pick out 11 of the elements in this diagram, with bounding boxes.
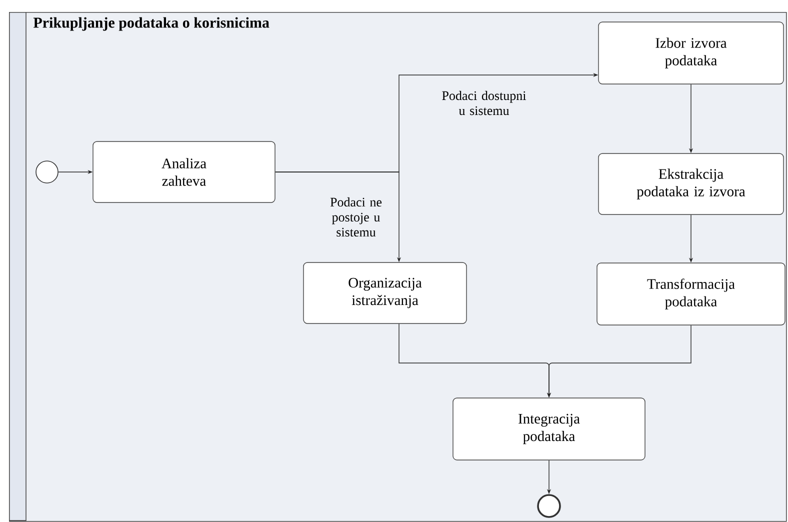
edge-label: Podaci ne postoje u sistemu (330, 197, 382, 237)
pool-title: Prikupljanje podataka o korisnicima (33, 17, 270, 31)
process-box: Organizacija istraživanja (303, 262, 467, 324)
start-event-circle (36, 160, 58, 184)
end-event-circle (537, 494, 561, 518)
process-box: Ekstrakcija podataka iz izvora (598, 153, 784, 215)
process-box: Integracija podataka (452, 398, 646, 460)
process-box: Izbor izvora podataka (598, 22, 784, 84)
process-box: Analiza zahteva (92, 141, 276, 203)
edge-label: Podaci dostupni u sistemu (442, 90, 526, 116)
process-box: Transformacija podataka (596, 262, 786, 326)
